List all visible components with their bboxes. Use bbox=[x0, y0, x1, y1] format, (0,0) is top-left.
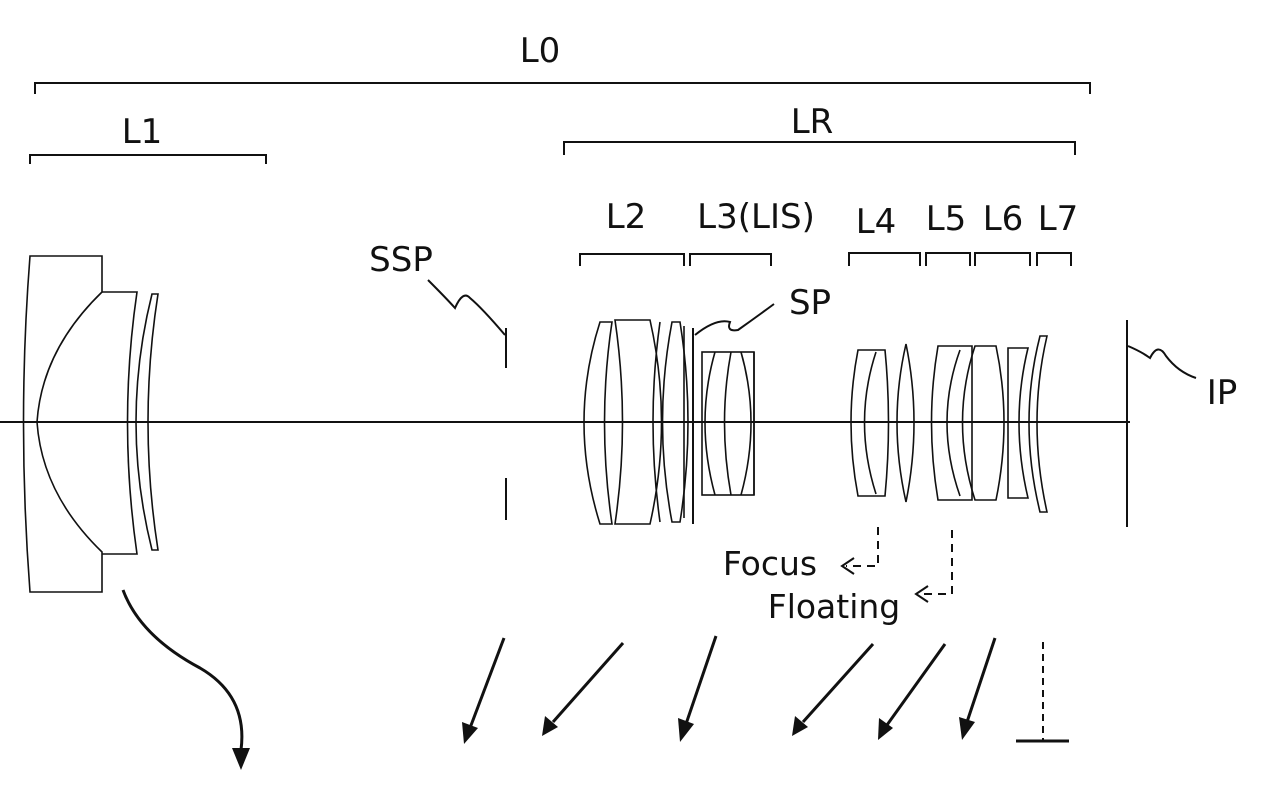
lens-element bbox=[1029, 336, 1047, 512]
label-l5: L5 bbox=[926, 199, 967, 239]
label-sp: SP bbox=[789, 283, 831, 323]
bracket-l1 bbox=[30, 155, 266, 164]
label-l7: L7 bbox=[1038, 199, 1079, 239]
lens-group-l3 bbox=[702, 352, 754, 495]
label-focus: Focus bbox=[723, 544, 817, 583]
arrow-l1 bbox=[123, 590, 242, 750]
bracket-lr bbox=[564, 142, 1075, 155]
bracket-l0 bbox=[35, 83, 1090, 94]
aperture-ssp bbox=[428, 280, 506, 520]
arrow-l6 bbox=[887, 644, 945, 725]
label-l3: L3(LIS) bbox=[697, 197, 815, 237]
bracket-l3 bbox=[690, 254, 771, 266]
label-ssp: SSP bbox=[369, 240, 433, 280]
lens-group-l7 bbox=[1008, 336, 1047, 512]
bracket-l5 bbox=[926, 253, 970, 266]
arrow-l7 bbox=[967, 638, 995, 722]
movement-arrows bbox=[123, 590, 1069, 770]
label-l6: L6 bbox=[983, 199, 1024, 239]
lens-group-l1 bbox=[24, 256, 159, 592]
arrow-l2 bbox=[470, 638, 504, 728]
label-l4: L4 bbox=[856, 202, 897, 242]
image-plane-ip bbox=[1127, 320, 1196, 527]
label-lr: LR bbox=[791, 102, 834, 142]
lens-element bbox=[24, 256, 103, 592]
label-l1: L1 bbox=[122, 112, 163, 152]
label-l2: L2 bbox=[606, 197, 647, 237]
arrow-l5 bbox=[803, 644, 873, 722]
label-l0: L0 bbox=[520, 31, 561, 71]
arrow-l4 bbox=[686, 636, 716, 724]
label-floating: Floating bbox=[768, 587, 901, 626]
focus-indicator bbox=[842, 527, 878, 574]
bracket-l2 bbox=[580, 254, 684, 266]
arrow-l3 bbox=[553, 643, 623, 722]
floating-indicator bbox=[916, 530, 952, 602]
bracket-l7 bbox=[1037, 253, 1071, 266]
bracket-l6 bbox=[975, 253, 1030, 266]
bracket-l4 bbox=[849, 253, 920, 266]
label-ip: IP bbox=[1207, 373, 1238, 413]
